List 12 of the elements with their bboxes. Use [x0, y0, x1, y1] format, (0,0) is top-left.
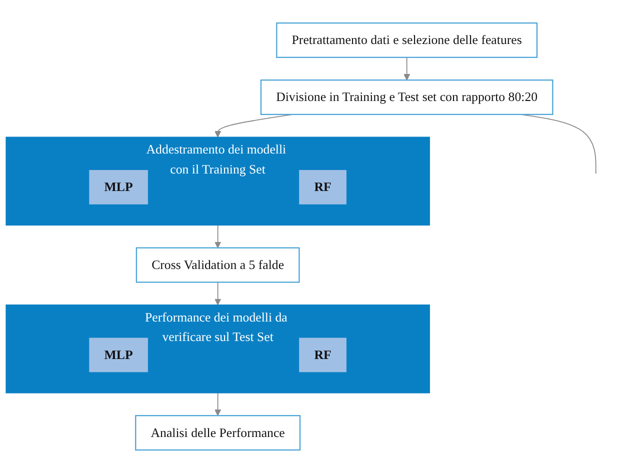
arrow	[404, 56, 410, 80]
node-box: Analisi delle Performance	[135, 415, 301, 451]
node-box: RF	[299, 170, 346, 204]
node-box: Divisione in Training e Test set con rapporto 80:20	[260, 80, 554, 116]
node-box: RF	[299, 338, 346, 372]
node-box: MLP	[89, 170, 148, 204]
node-box: Cross Validation a 5 falde	[136, 247, 300, 283]
node-box: Pretrattamento dati e selezione delle features	[276, 22, 538, 58]
node-box: MLP	[89, 338, 148, 372]
arrow	[214, 224, 222, 248]
arrow	[214, 282, 222, 306]
arrow	[214, 392, 222, 416]
